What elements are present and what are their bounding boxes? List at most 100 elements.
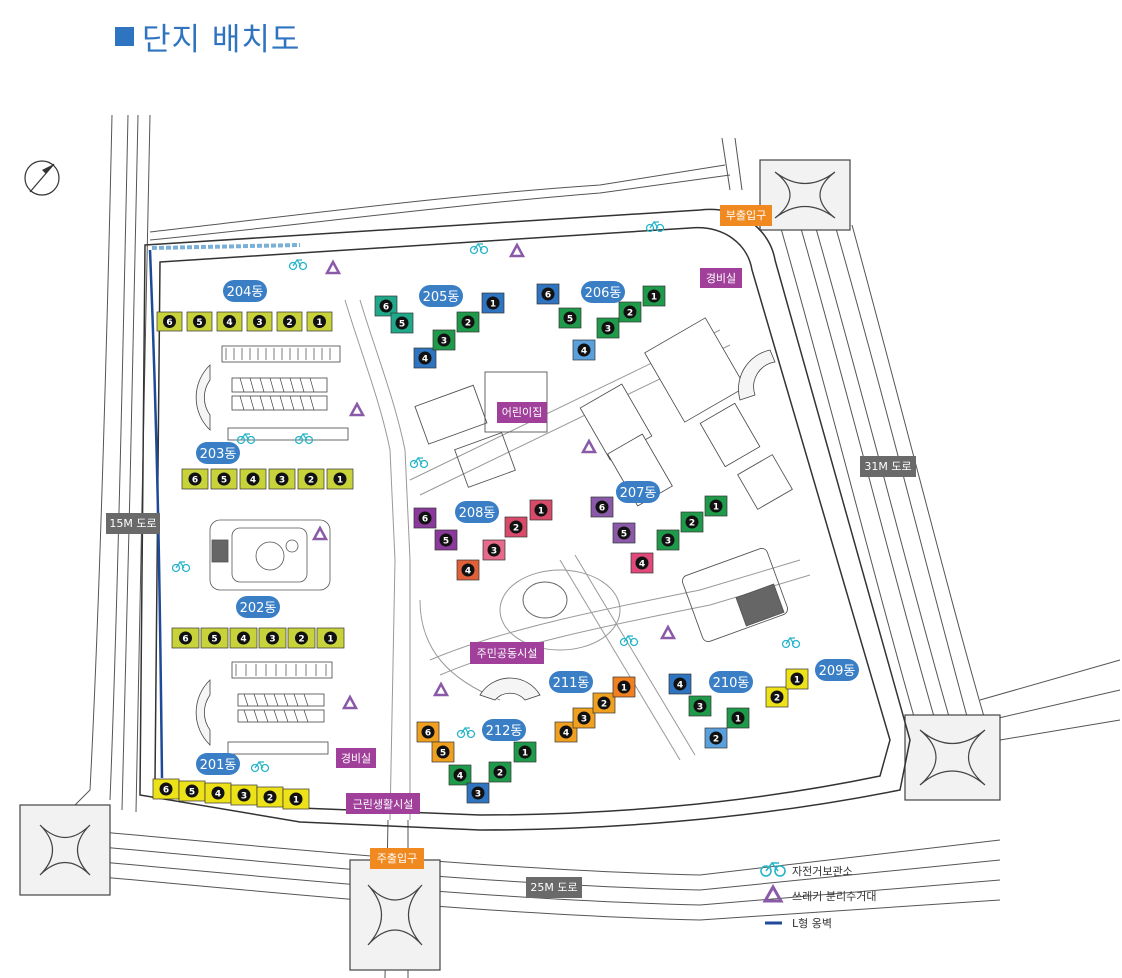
unit-number: 1 <box>490 300 496 310</box>
parking-stripes <box>225 348 331 723</box>
unit-number: 2 <box>267 794 273 804</box>
intersections <box>19 159 1001 971</box>
svg-text:경비실: 경비실 <box>341 752 371 765</box>
unit-number-badge <box>439 533 453 547</box>
unit-number: 5 <box>567 315 573 325</box>
community-facility-label: 주민공동시설 <box>470 642 544 664</box>
facility-labels: 경비실 경비실 어린이집 주민공동시설 근린생활시설 <box>336 268 742 814</box>
unit-number-badge <box>623 305 637 319</box>
unit-number-badge <box>731 711 745 725</box>
svg-text:경비실: 경비실 <box>706 272 736 285</box>
unit-number: 5 <box>443 537 449 547</box>
building-label-212: 212동 <box>482 719 526 741</box>
unit-number-badge <box>509 520 523 534</box>
unit-number: 3 <box>605 325 611 335</box>
unit-number: 3 <box>475 790 481 800</box>
unit-number-badge <box>493 765 507 779</box>
gate-labels: 부출입구 주출입구 <box>370 205 772 869</box>
recycle-icon <box>762 883 784 903</box>
internal-paths <box>344 299 811 821</box>
building-label-202: 202동 <box>236 596 280 618</box>
svg-text:어린이집: 어린이집 <box>502 406 542 419</box>
recycle-icon <box>580 438 598 454</box>
unit-number-badge <box>601 321 615 335</box>
unit-number: 4 <box>240 635 246 645</box>
svg-text:212동: 212동 <box>486 724 523 739</box>
bicycle-icon <box>456 726 476 739</box>
unit-number: 2 <box>774 694 780 704</box>
unit-number: 3 <box>269 635 275 645</box>
road-15m-label: 15M 도로 <box>106 513 160 534</box>
building-209: 21 <box>765 668 809 708</box>
intersection-se <box>904 714 1001 801</box>
svg-text:207동: 207동 <box>620 486 657 501</box>
unit-number: 3 <box>241 792 247 802</box>
unit-number-badge <box>534 503 548 517</box>
building-label-207: 207동 <box>616 481 660 503</box>
unit-number-badge <box>418 351 432 365</box>
recycle-icon <box>432 681 450 697</box>
main-entrance-label: 주출입구 <box>370 848 424 869</box>
building-label-211: 211동 <box>549 671 593 693</box>
unit-number: 3 <box>665 537 671 547</box>
page-title: 단지 배치도 <box>115 14 300 59</box>
unit-number: 5 <box>221 476 227 486</box>
unit-number: 6 <box>545 291 551 301</box>
svg-text:근린생활시설: 근린생활시설 <box>353 797 414 811</box>
building-label-203: 203동 <box>196 442 240 464</box>
unit-number-badge <box>577 711 591 725</box>
unit-number-badge <box>217 472 231 486</box>
building-label-205: 205동 <box>419 285 463 307</box>
svg-text:203동: 203동 <box>200 447 237 462</box>
unit-number: 5 <box>211 635 217 645</box>
legend-bike: 자전거보관소 <box>760 861 853 878</box>
recycle-icon <box>508 242 526 258</box>
building-label-206: 206동 <box>581 281 625 303</box>
svg-text:206동: 206동 <box>585 286 622 301</box>
guard-house-sw-label: 경비실 <box>336 748 376 768</box>
unit-number-badge <box>518 745 532 759</box>
unit-number: 4 <box>422 355 428 365</box>
legend: 자전거보관소 쓰레기 분리수거대 L형 옹벽 <box>760 861 876 930</box>
daycare-block <box>414 371 548 488</box>
unit-number-badge <box>179 631 192 645</box>
unit-number: 4 <box>677 681 683 691</box>
unit-number: 1 <box>337 476 343 486</box>
unit-number-badge <box>595 500 609 514</box>
road-network <box>59 114 1121 978</box>
north-compass-icon <box>24 160 60 196</box>
unit-number-badge <box>208 631 221 645</box>
road-31m-label: 31M 도로 <box>860 456 916 477</box>
unit-number-badge <box>487 543 501 557</box>
sub-entrance-label: 부출입구 <box>720 205 772 226</box>
svg-text:208동: 208동 <box>459 506 496 521</box>
unit-number-badge <box>283 315 296 328</box>
unit-number: 5 <box>196 318 202 328</box>
svg-text:211동: 211동 <box>553 676 590 691</box>
retail-facility-label: 근린생활시설 <box>346 793 420 814</box>
unit-number-badge <box>304 472 318 486</box>
unit-number-badge <box>313 315 326 328</box>
unit-number-badge <box>461 563 475 577</box>
unit-number-badge <box>563 311 577 325</box>
unit-number: 1 <box>735 715 741 725</box>
svg-text:주출입구: 주출입구 <box>377 852 417 865</box>
unit-number: 1 <box>327 635 333 645</box>
unit-number: 2 <box>497 769 503 779</box>
unit-number: 6 <box>425 729 431 739</box>
unit-number: 3 <box>256 318 262 328</box>
legend-recycle: 쓰레기 분리수거대 <box>762 883 876 903</box>
unit-number: 6 <box>422 515 428 525</box>
bicycle-icon <box>619 634 639 647</box>
intersection-ne <box>759 159 851 231</box>
unit-number-badge <box>559 725 573 739</box>
svg-text:204동: 204동 <box>227 285 264 300</box>
unit-number-badge <box>211 786 225 800</box>
road-labels: 15M 도로 31M 도로 25M 도로 <box>106 456 916 898</box>
intersection-sw <box>19 804 111 896</box>
bicycle-icon <box>409 456 429 469</box>
unit-number: 1 <box>522 749 528 759</box>
